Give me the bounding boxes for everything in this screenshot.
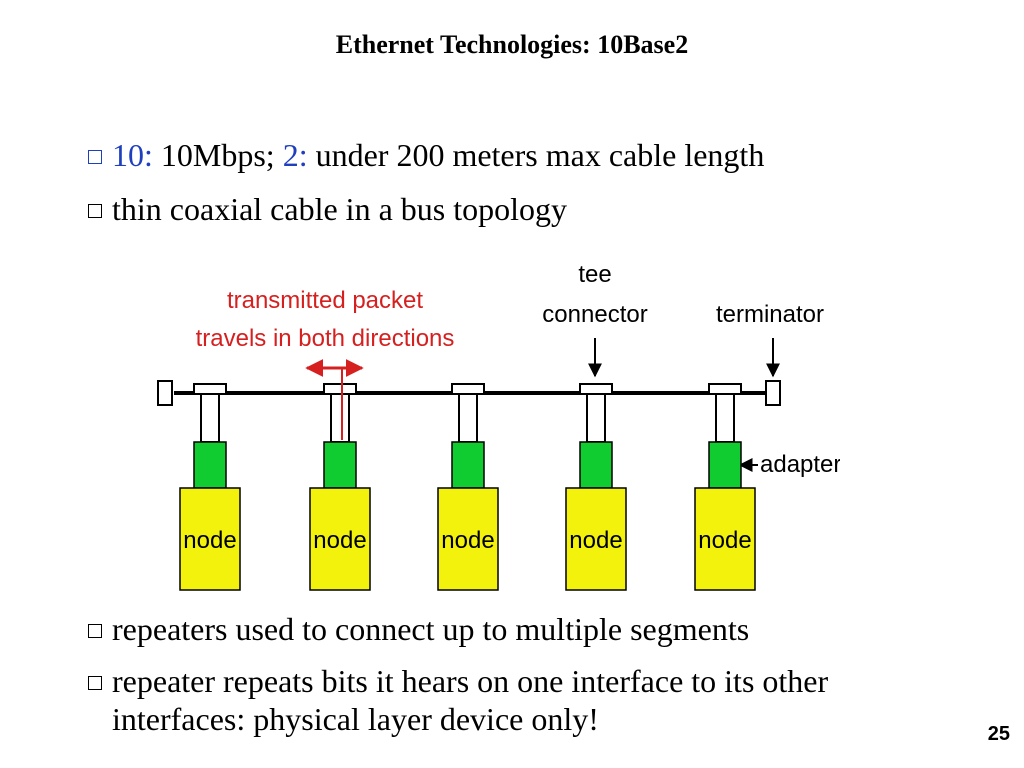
bullet-part-10mbps: 10Mbps; [160, 137, 283, 173]
adapter [708, 441, 742, 489]
tee-connector-stem [200, 393, 220, 443]
adapter-label: adapter [760, 451, 840, 478]
bullet-text: repeater repeats bits it hears on one in… [112, 663, 829, 737]
adapter [451, 441, 485, 489]
tee-connector-stem [715, 393, 735, 443]
bullet-text: 10: 10Mbps; 2: under 200 meters max cabl… [112, 136, 764, 174]
terminator-left [157, 380, 173, 406]
bullet-text: thin coaxial cable in a bus topology [112, 191, 567, 227]
tee-connector-top [708, 383, 742, 395]
checkbox-bullet-icon [88, 624, 102, 638]
nodes-group: node node node node node [179, 383, 756, 591]
tee-connector-stem [330, 393, 350, 443]
checkbox-bullet-icon [88, 676, 102, 690]
tee-connector-top [451, 383, 485, 395]
tee-connector-top [193, 383, 227, 395]
bus-topology-diagram: transmitted packet travels in both direc… [157, 261, 840, 591]
bullet-part-10: 10: [112, 137, 161, 173]
packet-label-line2: travels in both directions [196, 325, 455, 352]
bullet-part-length: under 200 meters max cable length [315, 137, 765, 173]
checkbox-bullet-icon [88, 204, 102, 218]
adapter [579, 441, 613, 489]
page-number: 25 [987, 723, 1010, 745]
bullet-text: repeaters used to connect up to multiple… [112, 611, 750, 647]
tee-connector-stem [586, 393, 606, 443]
bullet-repeaters: repeaters used to connect up to multiple… [88, 610, 749, 648]
node-label: node [698, 527, 751, 554]
node-label: node [313, 527, 366, 554]
bullet-part-2: 2: [282, 137, 316, 173]
slide-title: Ethernet Technologies: 10Base2 [335, 30, 689, 59]
bullet-repeater-function: repeater repeats bits it hears on one in… [88, 662, 948, 738]
node-box [309, 487, 371, 591]
adapter [323, 441, 357, 489]
node-box [437, 487, 499, 591]
packet-label-line1: transmitted packet [227, 287, 423, 314]
terminator-label: terminator [716, 301, 824, 328]
bullet-data-rate: 10: 10Mbps; 2: under 200 meters max cabl… [88, 136, 764, 174]
node-box [179, 487, 241, 591]
tee-label-line1: tee [578, 261, 611, 288]
tee-label-line2: connector [542, 301, 647, 328]
adapter [193, 441, 227, 489]
checkbox-bullet-icon [88, 150, 102, 164]
tee-connector-stem [458, 393, 478, 443]
node-label: node [183, 527, 236, 554]
tee-connector-top [579, 383, 613, 395]
tee-connector-top [323, 383, 357, 395]
node-box [565, 487, 627, 591]
node-label: node [441, 527, 494, 554]
bullet-coax: thin coaxial cable in a bus topology [88, 190, 567, 228]
node-box [694, 487, 756, 591]
node-label: node [569, 527, 622, 554]
terminator-right [765, 380, 781, 406]
